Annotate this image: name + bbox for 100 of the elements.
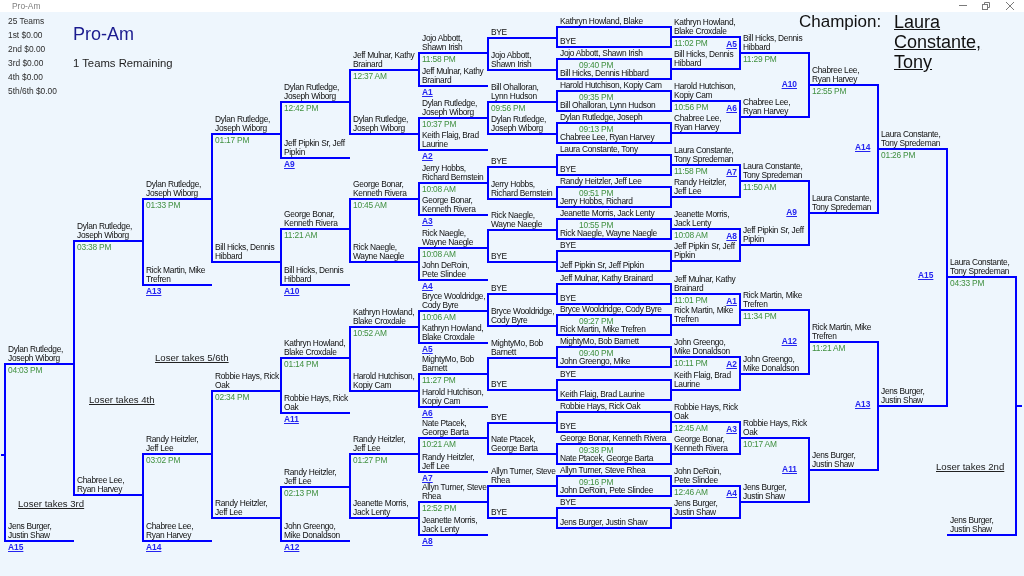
bracket-line <box>487 117 489 135</box>
match-time: 02:34 PM <box>215 393 250 402</box>
bracket-line <box>280 228 282 263</box>
team-slot: Rick Naegle, Wayne Naegle <box>350 243 419 263</box>
bracket-line <box>556 250 558 272</box>
summary-text: 4th $0.00 <box>8 72 43 82</box>
bracket-line <box>418 52 420 71</box>
bracket-line <box>487 437 489 455</box>
bracket-line <box>556 314 558 336</box>
team-slot: Bill Hicks, Dennis Hibbard <box>281 266 350 286</box>
team-slot: Robbie Hays, Rick Oak <box>740 419 809 439</box>
team-slot: George Bonar, Kenneth Rivera <box>281 210 350 230</box>
match-link: A10 <box>781 80 797 88</box>
team-slot: Laura Constante, Tony Spredeman <box>878 130 947 150</box>
bracket-line <box>670 389 672 401</box>
bracket-line <box>418 133 420 151</box>
match-time: 10:08 AM <box>422 185 456 194</box>
team-slot: Nate Ptacek, George Barta <box>419 419 488 439</box>
bracket-line <box>670 164 672 176</box>
match-time: 11:58 PM <box>674 167 708 176</box>
bracket-line <box>142 198 144 242</box>
bracket-line <box>487 101 489 119</box>
bracket-line <box>670 356 672 368</box>
team-slot: Jeanette Morris, Jack Lenty <box>350 499 419 519</box>
team-slot: BYE <box>488 157 557 168</box>
team-slot: Laura Constante, Tony Spredeman <box>671 146 740 166</box>
team-slot: John Greengo, Mike <box>557 357 671 368</box>
team-slot: Jerry Hobbs, Richard <box>557 197 671 208</box>
match-time: 10:56 PM <box>674 103 709 112</box>
bracket-line <box>487 485 489 503</box>
team-slot: Keith Flaig, Brad Laurine <box>671 371 740 391</box>
match-link: A7 <box>726 168 737 176</box>
bracket-line <box>487 37 489 54</box>
bracket-line <box>808 52 810 86</box>
bracket-line <box>211 198 213 263</box>
team-slot: Rick Martin, Mike Trefren <box>557 325 671 336</box>
bracket-line <box>556 186 558 208</box>
bracket-line <box>280 486 282 519</box>
bracket-line <box>739 36 741 54</box>
team-slot: Bill Hicks, Dennis Hibbard <box>212 243 281 263</box>
match-time: 01:17 PM <box>215 136 250 145</box>
match-link: A13 <box>855 400 871 408</box>
bracket-line <box>739 52 741 70</box>
team-slot: Jeanette Morris, Jack Lenty <box>419 516 488 536</box>
match-time: 04:33 PM <box>950 279 985 288</box>
team-slot: MightyMo, Bob Barnett <box>557 337 671 348</box>
team-slot: Dylan Rutledge, Joseph Wiborg <box>281 83 350 103</box>
team-slot: BYE <box>557 37 671 48</box>
team-slot: Laura Constante, Tony <box>557 145 671 156</box>
match-link: A15 <box>8 543 24 551</box>
bracket-line <box>487 52 489 71</box>
match-link: A6 <box>726 104 737 112</box>
team-slot: Bill Hicks, Dennis Hibbard <box>671 50 740 70</box>
team-slot: Chabree Lee, Ryan Harvey <box>143 522 212 542</box>
bracket-line <box>670 453 672 465</box>
team-slot: Allyn Turner, Steve Rhea <box>419 483 488 503</box>
bracket-line <box>349 453 351 488</box>
team-slot: John DeRoin, Pete Slindee <box>557 486 671 497</box>
match-time: 11:21 AM <box>812 344 846 353</box>
match-time: 01:26 PM <box>881 151 916 160</box>
bracket-line <box>556 26 558 48</box>
team-slot: Jerry Hobbs, Richard Bernstein <box>419 164 488 184</box>
team-slot: John DeRoin, Pete Slindee <box>671 467 740 487</box>
team-slot: Rick Martin, Mike Trefren <box>809 323 878 343</box>
bracket-line <box>487 293 489 312</box>
match-time: 10:17 AM <box>743 440 777 449</box>
summary-text: 5th/6th $0.00 <box>8 86 57 96</box>
team-slot: John Greengo, Mike Donaldson <box>281 522 350 542</box>
team-slot: Kathryn Howland, Blake Croxdale <box>281 339 350 359</box>
bracket-line <box>418 373 420 392</box>
team-slot: MightyMo, Bob Barnett <box>419 355 488 375</box>
team-slot: Jojo Abbott, Shawn Irish <box>488 51 557 71</box>
match-time: 10:52 AM <box>353 329 387 338</box>
team-slot: Dylan Rutledge, Joseph Wiborg <box>350 115 419 135</box>
team-slot: Laura Constante, Tony Spredeman <box>809 194 878 214</box>
bracket-line <box>556 346 558 368</box>
match-link: A1 <box>422 88 433 96</box>
team-slot: Kathryn Howland, Blake Croxdale <box>671 18 740 38</box>
team-slot: BYE <box>488 508 557 519</box>
bracket-line <box>556 154 558 176</box>
team-slot: Laura Constante, Tony Spredeman <box>740 162 809 182</box>
placement-note: Loser takes 2nd <box>936 461 1005 472</box>
match-time: 11:27 PM <box>422 376 456 385</box>
team-slot: Rick Naegle, Wayne Naegle <box>557 229 671 240</box>
team-slot: Dylan Rutledge, Joseph Wiborg <box>143 180 212 200</box>
team-slot: Jens Burger, Justin Shaw <box>878 387 947 407</box>
team-slot: Harold Hutchison, Kopiy Cam <box>671 82 740 102</box>
bracket-line <box>739 164 741 182</box>
match-time: 09:51 PM <box>579 189 614 197</box>
team-slot: Jeff Mulnar, Kathy Brainard <box>350 51 419 71</box>
bracket-line <box>670 218 672 230</box>
match-time: 11:01 PM <box>674 296 708 305</box>
bracket-line <box>808 212 810 246</box>
bracket-line <box>487 166 489 184</box>
match-link: A10 <box>284 287 300 295</box>
bracket-line <box>280 390 282 414</box>
team-slot: Robbie Hays, Rick Oak <box>557 402 671 413</box>
match-time: 11:21 AM <box>284 231 318 240</box>
match-link: A1 <box>726 297 737 305</box>
bracket-line <box>487 310 489 327</box>
